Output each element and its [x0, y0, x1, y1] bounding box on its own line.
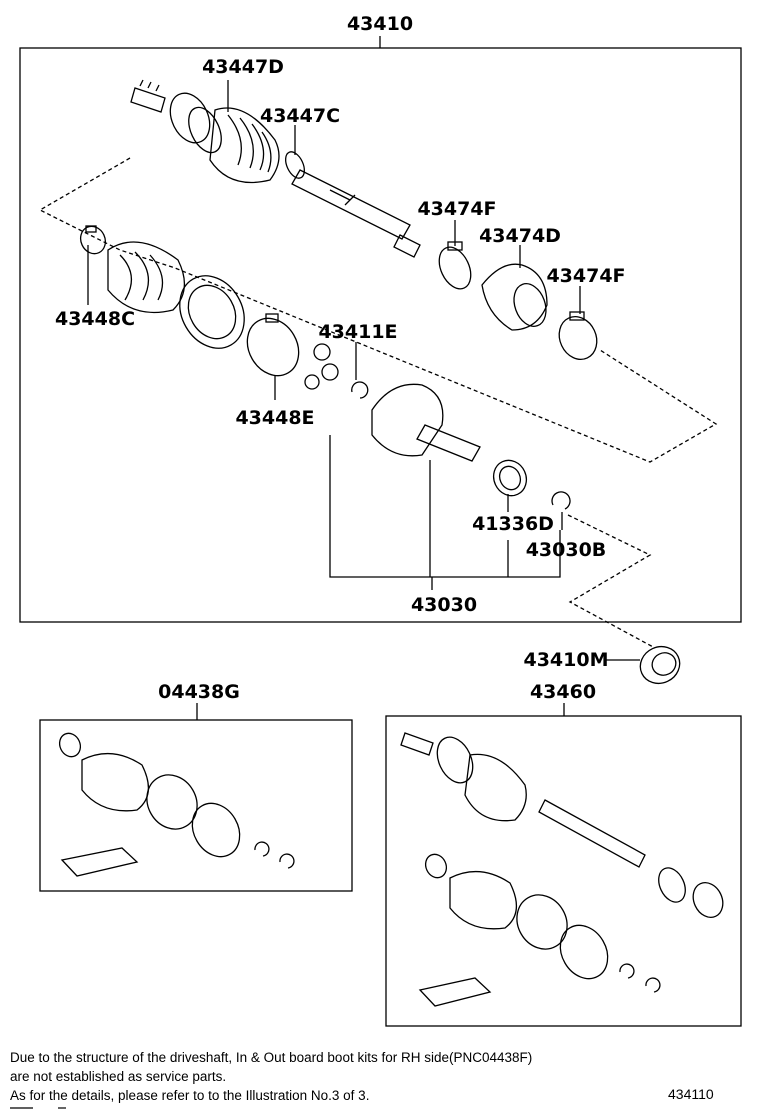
footnote-line-3: As for the details, please refer to to t… [10, 1088, 370, 1103]
label-43474d: 43474D [479, 225, 561, 247]
left-boot-kit [79, 225, 300, 377]
label-43460: 43460 [530, 681, 596, 703]
boot-kit-parts [58, 732, 295, 877]
label-43030b: 43030B [526, 539, 607, 561]
bearing-43410m [639, 645, 681, 685]
driveshaft-assembly-frame [385, 715, 742, 1027]
footnote-line-2: are not established as service parts. [10, 1069, 227, 1084]
kit-dashed-outline [38, 157, 718, 463]
label-43447c: 43447C [260, 105, 340, 127]
label-43474f-b: 43474F [546, 265, 625, 287]
illustration-id: 434110 [668, 1086, 714, 1102]
label-04438g: 04438G [158, 681, 240, 703]
bracket-43030 [329, 435, 561, 578]
label-43030: 43030 [411, 594, 477, 616]
driveshaft-assembly-parts [400, 732, 724, 1007]
label-43410m: 43410M [523, 649, 608, 671]
outboard-cv-joint [130, 79, 421, 258]
boot-kit-frame [39, 719, 353, 892]
label-43447d: 43447D [202, 56, 284, 78]
footer-dash-mark [10, 1107, 66, 1109]
label-43474f-a: 43474F [417, 198, 496, 220]
label-43448c: 43448C [55, 308, 135, 330]
label-43410: 43410 [347, 13, 413, 35]
right-clamps-and-boot [438, 241, 598, 360]
footnote: Due to the structure of the driveshaft, … [10, 1048, 710, 1105]
footnote-line-1: Due to the structure of the driveshaft, … [10, 1050, 533, 1065]
inboard-joint [304, 343, 571, 510]
label-43448e: 43448E [235, 407, 314, 429]
label-43411e: 43411E [318, 321, 397, 343]
label-41336d: 41336D [472, 513, 554, 535]
